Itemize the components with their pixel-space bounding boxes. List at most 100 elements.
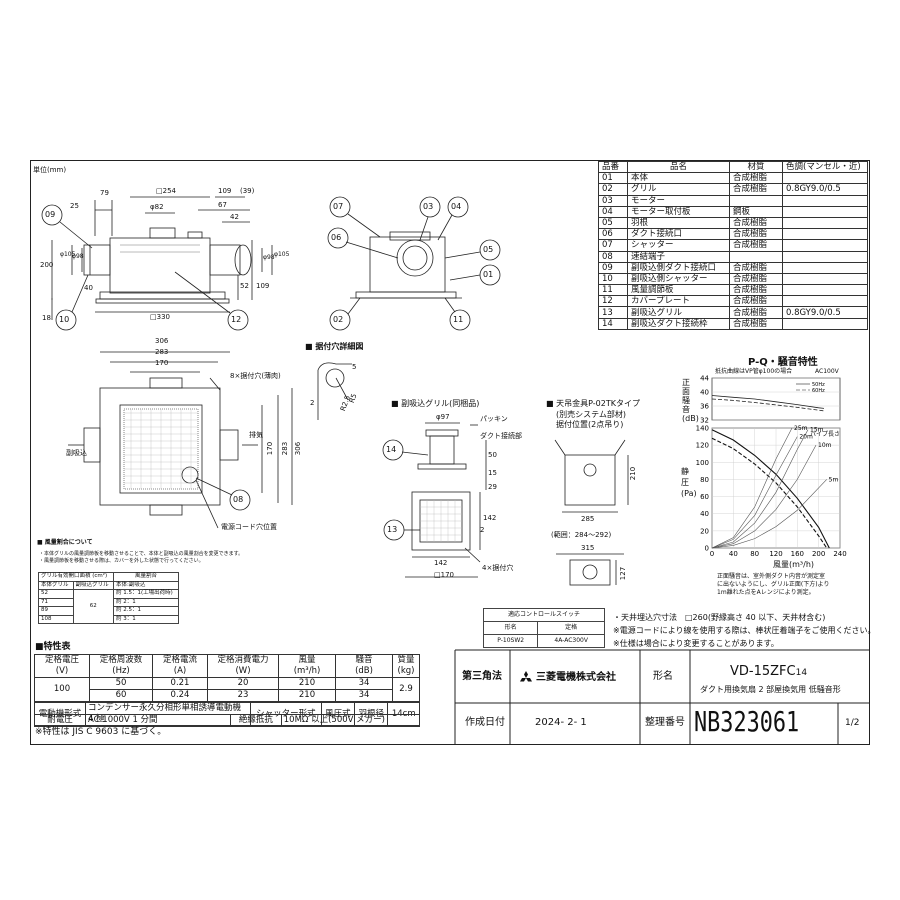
parts-cell: 07 (598, 239, 628, 252)
spec-cell: 210 (278, 677, 336, 690)
dim-label: 42 (230, 213, 239, 221)
callout-label: 02 (333, 315, 344, 324)
ceiling-mount-title-text: 天吊金具P-02TKタイプ (556, 399, 640, 408)
grille-cell: 71 (38, 597, 74, 607)
exhaust-label: 排気 (249, 431, 263, 439)
spec-voltage: 100 (34, 677, 90, 702)
date-label: 作成日付 (465, 717, 505, 728)
spec-header: 定格電流 (A) (152, 654, 208, 678)
spec-cell: AC 1000V 1 分間 (85, 714, 231, 727)
part-label: ダクト接続部 (480, 432, 522, 440)
parts-cell (782, 261, 868, 274)
dim-label: φ98 (72, 253, 84, 260)
page-number: 1/2 (845, 718, 860, 728)
dim-label: 170 (266, 441, 275, 456)
parts-cell: 副吸込側ダクト接続口 (627, 261, 730, 274)
chart-title: P-Q・騒音特性 (748, 357, 818, 368)
grille-adjust-line: ・本体グリルの風量調節板を移動させることで、本体と副吸込の風量割合を変更できます… (39, 551, 244, 557)
dim-label: 2 (310, 399, 315, 407)
dim-label: 109 (256, 282, 270, 290)
grille-adjust-title: ■ 風量割合について (37, 539, 93, 546)
callout-label: 10 (59, 315, 70, 324)
dim-label: φ105 (274, 251, 290, 258)
grille-cell: 62 (72, 589, 115, 624)
parts-cell: ダクト接続口 (627, 228, 730, 241)
parts-cell: 合成樹脂 (729, 183, 783, 196)
parts-cell: 03 (598, 194, 628, 207)
spec-cell: 10MΩ 以上(500V メガー) (280, 714, 421, 727)
dim-label: □330 (150, 313, 170, 321)
parts-cell: 副吸込側シャッター (627, 272, 730, 286)
spec-cell: 60 (89, 689, 153, 702)
spec-cell: 絶縁抵抗 (230, 714, 282, 727)
parts-cell: 合成樹脂 (729, 295, 783, 308)
grille-cell: 約 3：1 (113, 614, 179, 624)
hole-label: 4×据付穴 (482, 564, 514, 572)
callout-label: 07 (333, 202, 344, 211)
grille-adjust-line: ・風量調節板を移動させる際は、カバーを外した状態で行ってください。 (39, 558, 204, 564)
parts-cell (729, 194, 783, 207)
callout-label: 08 (233, 495, 244, 504)
spec-cell: 34 (335, 689, 393, 702)
noise-note: 正面騒音は、室外側ダクト内音が測定室 に出ないようにし、グリル正面(下方)より … (717, 573, 829, 597)
parts-header: 色調(マンセル・近) (782, 160, 868, 174)
grille-cell: 約 2.5：1 (113, 606, 179, 616)
dim-label: □170 (434, 571, 454, 579)
dim-label: 50 (488, 451, 497, 459)
hole-label: 8×据付穴(薄肉) (230, 372, 281, 380)
dim-label: 67 (218, 201, 227, 209)
parts-cell (782, 250, 868, 263)
parts-cell: 本体 (627, 172, 730, 185)
parts-cell (729, 250, 783, 263)
pq-xlabel: 風量(m³/h) (773, 560, 815, 569)
parts-header: 品番 (598, 160, 628, 174)
model-description: ダクト用換気扇 2 部屋換気用 低騒音形 (700, 685, 841, 694)
parts-cell: モーター取付板 (627, 205, 730, 218)
parts-cell: 0.8GY9.0/0.5 (782, 306, 868, 319)
callout-label: 03 (423, 202, 434, 211)
sub-intake-label: 副吸込 (66, 449, 87, 457)
spec-cell: 210 (278, 689, 336, 702)
parts-cell: シャッター (627, 239, 730, 252)
callout-label: 04 (451, 202, 462, 211)
parts-cell (782, 216, 868, 230)
grille-cell: 52 (38, 589, 74, 599)
model-label: 形名 (653, 671, 673, 682)
spec-cell: 50 (89, 677, 153, 690)
control-switch-cell: 4A-AC300V (537, 634, 605, 648)
ceiling-mount-subtitle: 据付位置(2点吊り) (556, 420, 624, 429)
dim-label: 170 (155, 359, 169, 367)
parts-cell: 合成樹脂 (729, 239, 783, 252)
parts-cell: 速結端子 (627, 250, 730, 263)
callout-label: 05 (483, 245, 494, 254)
grille-cell: 約 2：1 (113, 597, 179, 607)
dim-label: 2 (480, 526, 485, 534)
dim-label: 142 (434, 559, 448, 567)
parts-cell: 鋼板 (729, 205, 783, 218)
parts-cell (782, 228, 868, 241)
dim-label: □254 (156, 187, 176, 195)
dim-label: 285 (581, 515, 595, 523)
dim-label: 210 (629, 466, 638, 481)
chart-voltage: AC100V (815, 368, 839, 375)
noise-note-line: 1m離れた点をAレンジにより測定。 (717, 589, 815, 596)
spec-header: 質量 (kg) (392, 654, 420, 678)
dim-label: 315 (581, 544, 595, 552)
duct-length-label: パイプ長さ (810, 431, 841, 438)
parts-cell: 05 (598, 216, 628, 230)
control-switch-title: 適応コントロールスイッチ (483, 608, 605, 622)
parts-cell: 合成樹脂 (729, 216, 783, 230)
hole-detail-title: ■ 据付穴詳細図 (305, 342, 364, 351)
model-suffix: 14 (795, 668, 808, 678)
dim-label: (39) (240, 187, 255, 195)
